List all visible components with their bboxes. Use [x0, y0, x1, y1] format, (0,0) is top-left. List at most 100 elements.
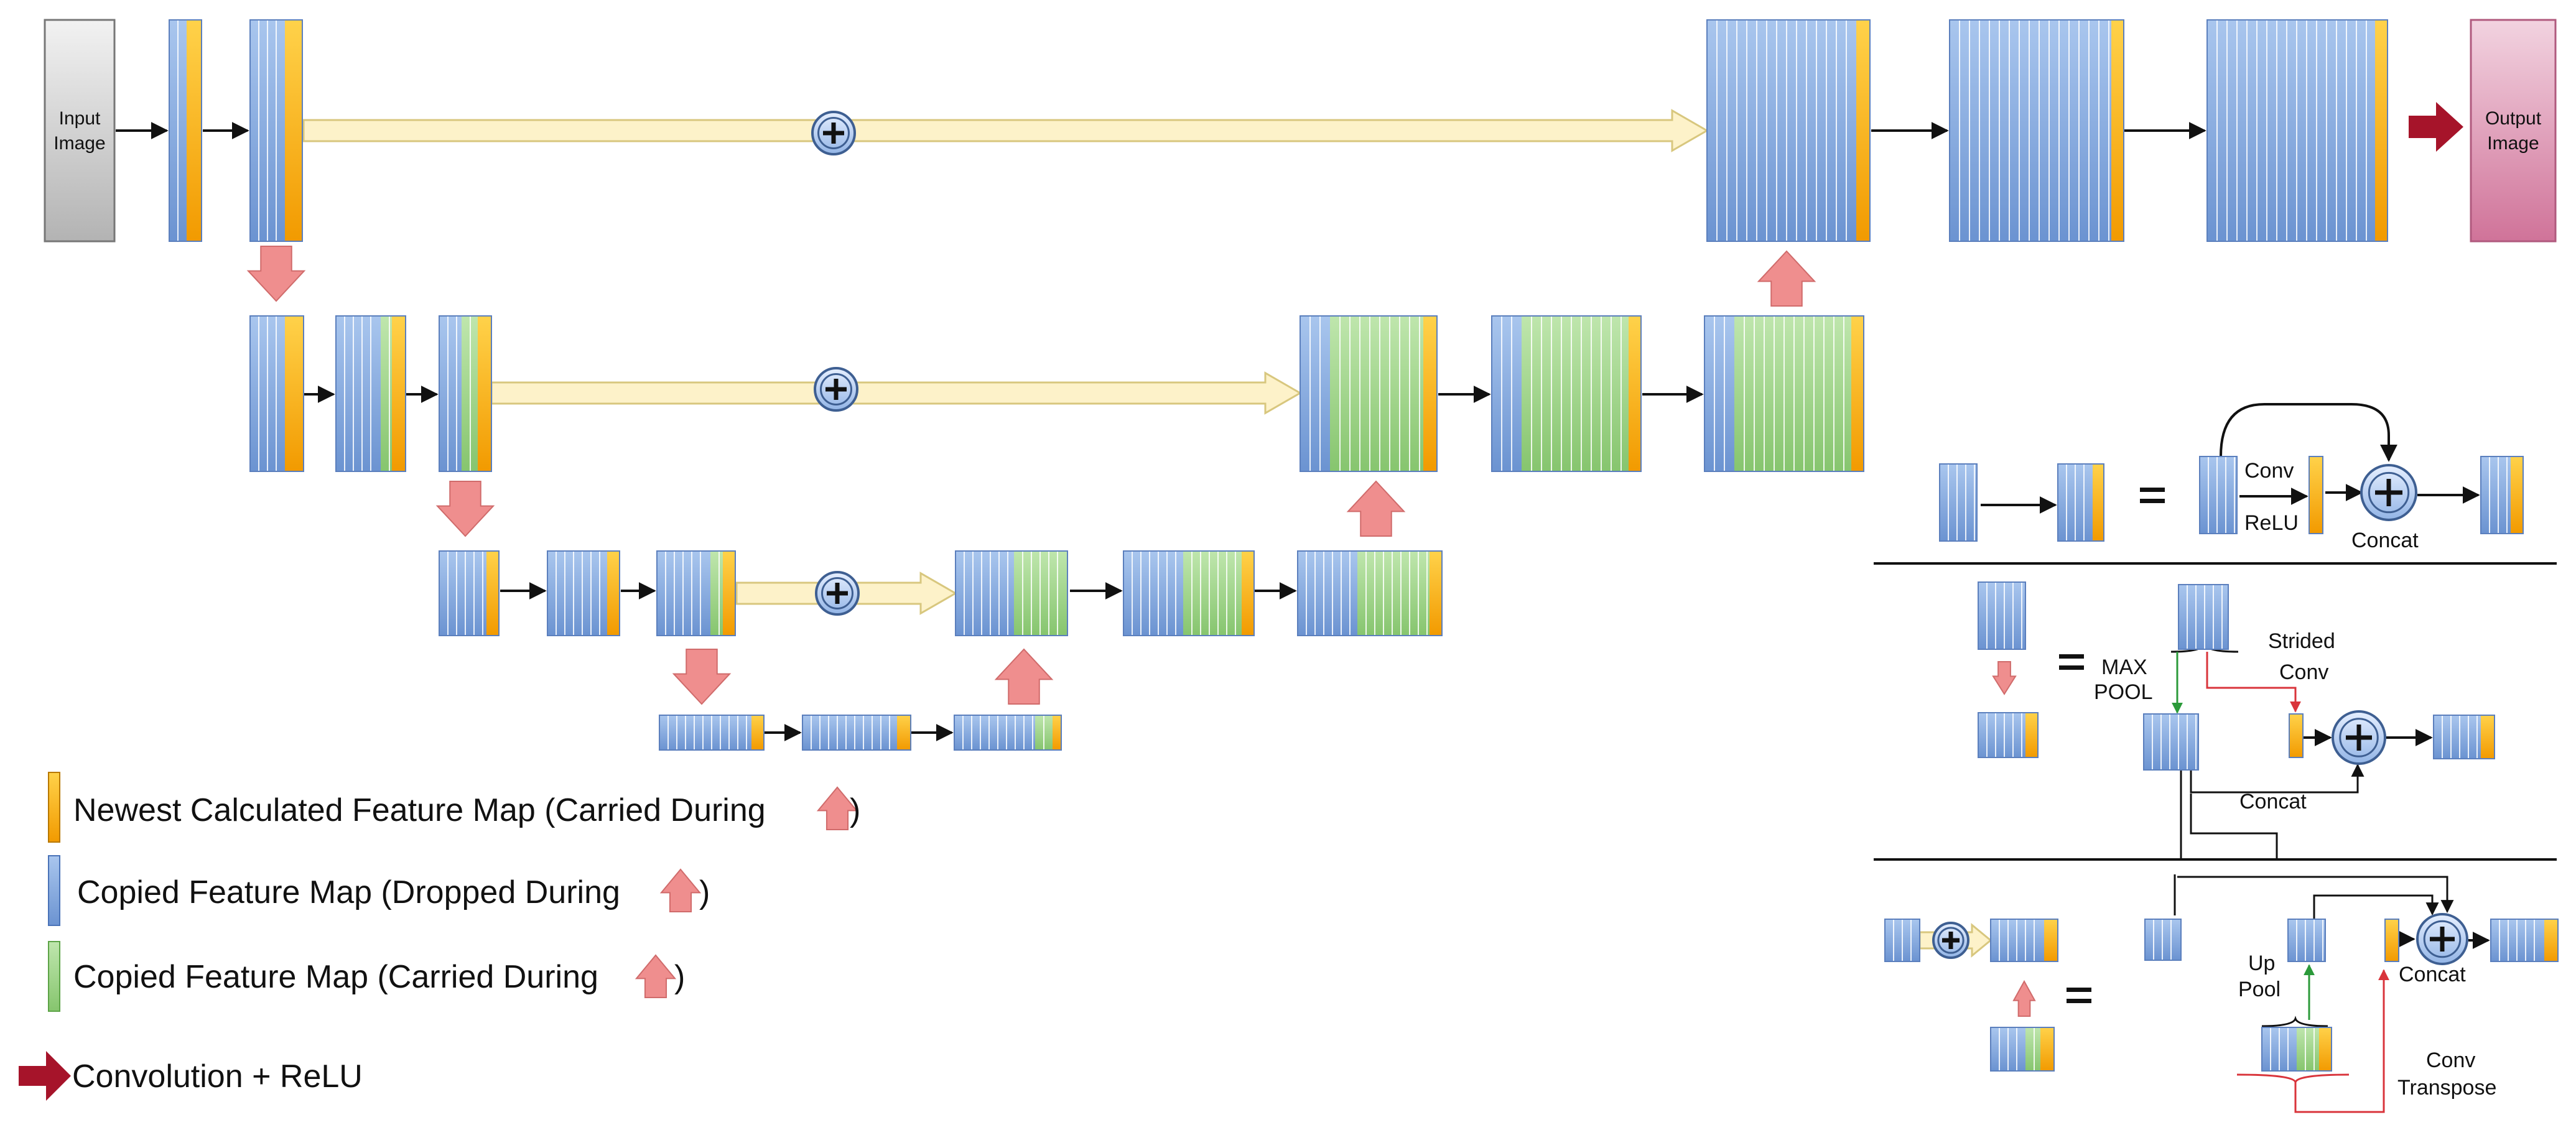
p2-newest-border: [2289, 713, 2304, 758]
legend-dropped-text: Copied Feature Map (Dropped During: [77, 874, 620, 910]
l2-map-5-seg: [1851, 316, 1864, 471]
l2-map-up-seg: [1330, 316, 1423, 471]
l2-skip: [490, 371, 1303, 415]
p2-map-out-seg: [2481, 715, 2495, 759]
panel2-concat-label: Concat: [2239, 790, 2307, 813]
p2-map-b-seg: [2025, 713, 2038, 757]
l1-map-1-seg: [187, 20, 202, 241]
legend-up-arrow-2: [659, 868, 702, 912]
l3-map-1-seg: [439, 551, 486, 636]
p1-map-out: [2480, 456, 2524, 534]
p3-mini-plus-inner: [1937, 927, 1965, 954]
l3-map-3: [656, 550, 736, 636]
l3-map-3-border: [656, 550, 736, 636]
panel2-strided-label-2: Conv: [2279, 660, 2328, 684]
p3-red-brace: [2236, 1073, 2350, 1085]
l1-map-4: [2206, 19, 2388, 242]
l3-map-2: [547, 550, 620, 636]
up-arrow-3: [1757, 250, 1816, 307]
l2-map-4-seg: [1492, 316, 1522, 471]
l3-map-1: [439, 550, 500, 636]
l3-map-2-seg: [607, 551, 620, 636]
l3-map-up-seg: [956, 551, 1014, 636]
down-arrow-1: [246, 246, 306, 302]
l1-map-up-border: [1706, 19, 1871, 242]
l3-map-5: [1297, 550, 1443, 636]
p2-connect-down: [2180, 770, 2278, 859]
l4-map-2-border: [802, 715, 911, 751]
p2-map-a: [1978, 581, 2026, 650]
l3-map-up: [955, 550, 1068, 636]
panel3-concat-label: Concat: [2399, 963, 2466, 986]
p1-newest-border: [2309, 456, 2323, 534]
legend-up-arrow-1: [816, 786, 858, 830]
p1-map-a-border: [1939, 463, 1978, 542]
down-arrow-2: [435, 481, 495, 537]
l1-map-4-border: [2206, 19, 2388, 242]
l2-map-up-seg: [1300, 316, 1330, 471]
p2-map-a-seg: [1978, 582, 2025, 649]
p3-map-e: [2261, 1027, 2332, 1072]
l2-map-5-seg: [1704, 316, 1734, 471]
p2-map-out-border: [2433, 715, 2495, 759]
l3-map-1-seg: [486, 551, 499, 636]
l1-map-2-seg: [285, 20, 302, 241]
l2-map-2: [335, 315, 406, 472]
equals-sign-3: [2067, 988, 2091, 1003]
p1-map-c-seg: [2200, 456, 2237, 534]
panel2-maxpool-label-2: POOL: [2094, 680, 2152, 704]
p3-map-out-border: [2490, 919, 2559, 962]
p3-map-pool-border: [2287, 919, 2326, 962]
concat-symbols: [811, 111, 2468, 965]
l3-map-5-seg: [1357, 551, 1430, 636]
p1-residual-line: [2220, 403, 2397, 462]
legend-conv-arrow: [19, 1051, 71, 1101]
l1-map-1-border: [169, 19, 202, 242]
p2-map-b-border: [1978, 712, 2039, 758]
sampling-arrows: [246, 246, 2036, 1017]
p3-pool-line: [2313, 894, 2439, 919]
p3-map-pool: [2287, 919, 2326, 962]
l2-map-1-border: [249, 315, 304, 472]
l1-map-up-seg: [1707, 20, 1856, 241]
l4-map-3-seg: [954, 715, 1035, 750]
l2-map-5: [1704, 315, 1864, 472]
l1-map-4-seg: [2207, 20, 2375, 241]
legend-newest-close: ): [850, 792, 860, 828]
l2-map-3-border: [439, 315, 492, 472]
p3-map-c-seg: [2025, 1027, 2040, 1071]
p2-map-out: [2433, 715, 2495, 759]
p1-plus: [2360, 464, 2417, 521]
p3-top-line: [2177, 876, 2454, 914]
p2-down-arrow: [1992, 661, 2017, 695]
panel3-convt-label-2: Transpose: [2397, 1076, 2496, 1100]
legend-carried-swatch: [48, 941, 60, 1012]
panel1-concat-label: Concat: [2351, 529, 2419, 552]
p2-map-a-border: [1978, 581, 2026, 650]
l3-map-2-border: [547, 550, 620, 636]
l3-map-4-border: [1123, 550, 1255, 636]
p3-mini-plus: [1932, 922, 1969, 959]
l2-plus-inner: [820, 373, 852, 405]
l1-map-3-seg: [1950, 20, 2111, 241]
p2-strided-line: [2206, 652, 2301, 713]
p3-plus-inner: [2423, 920, 2462, 958]
p2-concat-line: [2190, 763, 2364, 794]
skip-connections: [302, 109, 1992, 958]
panel3-uppool-label-1: Up: [2248, 952, 2275, 975]
l2-map-3-seg: [439, 316, 462, 471]
l2-map-2-seg: [392, 316, 406, 471]
p2-plus: [2332, 710, 2386, 765]
l4-map-1-seg: [659, 715, 751, 750]
up-arrow-2: [1346, 480, 1406, 537]
p2-map-pool: [2143, 713, 2199, 771]
l3-plus: [815, 571, 860, 616]
legend-carried-close: ): [674, 959, 685, 995]
p3-map-out-seg: [2544, 919, 2558, 961]
output-image-label-1: Output: [2485, 108, 2542, 129]
l4-map-2: [802, 715, 911, 751]
l2-map-5-border: [1704, 315, 1864, 472]
feature-maps: [169, 19, 2559, 1072]
p3-map-pool-seg: [2288, 919, 2325, 961]
l2-map-4-border: [1491, 315, 1642, 472]
